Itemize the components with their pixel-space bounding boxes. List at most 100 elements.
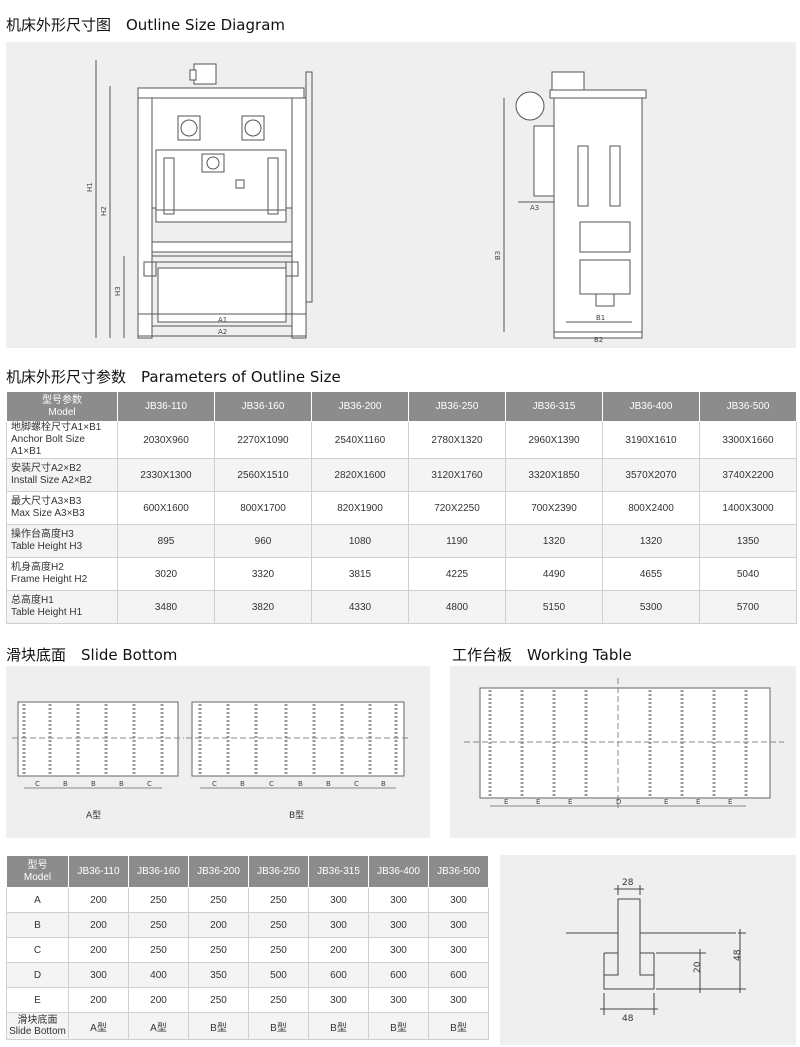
table-row: D 300 400 350 500 600 600 600 <box>6 962 489 988</box>
dim-h3: H3 <box>114 286 122 296</box>
cell: B型 <box>368 1012 429 1040</box>
params-model-2: JB36-160 <box>214 391 312 422</box>
cell: 3190X1610 <box>602 421 700 459</box>
params-model-3: JB36-200 <box>311 391 409 422</box>
cell: 600 <box>428 962 489 988</box>
cell: 800X1700 <box>214 491 312 525</box>
cell: 820X1900 <box>311 491 409 525</box>
cell: 200 <box>68 937 129 963</box>
params-model-1: JB36-110 <box>117 391 215 422</box>
row-label: C <box>6 937 69 963</box>
cell: 200 <box>128 987 189 1013</box>
cell: 2560X1510 <box>214 458 312 492</box>
cell: B型 <box>188 1012 249 1040</box>
row-label: E <box>6 987 69 1013</box>
cell: B型 <box>308 1012 369 1040</box>
cell: B型 <box>428 1012 489 1040</box>
cell: 250 <box>188 987 249 1013</box>
tslot-dim-height: 20 <box>693 961 703 973</box>
slide-b-label-c3: C <box>354 780 359 788</box>
dim-a3: A3 <box>530 204 539 212</box>
table-row: E 200 200 250 250 300 300 300 <box>6 987 489 1013</box>
tslot-dim-bottom: 48 <box>622 1014 634 1024</box>
dims-model-1: JB36-110 <box>68 855 129 888</box>
cell: 1190 <box>408 524 506 558</box>
dim-b3: B3 <box>494 251 502 260</box>
row-label: B <box>6 912 69 938</box>
cell: 250 <box>248 937 309 963</box>
wt-label-e1: E <box>504 798 508 806</box>
outline-drawing: H1 H2 H3 A1 A2 A3 B3 B1 B2 <box>86 60 647 344</box>
wt-label-e3: E <box>568 798 572 806</box>
tslot-panel: 28 48 20 48 <box>500 855 796 1045</box>
cell: 4330 <box>311 590 409 624</box>
cell: 3120X1760 <box>408 458 506 492</box>
dim-b1: B1 <box>596 314 605 322</box>
cell: 250 <box>188 887 249 913</box>
cell: 1320 <box>505 524 603 558</box>
dims-model-4: JB36-250 <box>248 855 309 888</box>
wt-label-e2: E <box>536 798 540 806</box>
wt-label-d: D <box>616 798 621 806</box>
dims-model-6: JB36-400 <box>368 855 429 888</box>
cell: 200 <box>68 912 129 938</box>
table-row: B 200 250 200 250 300 300 300 <box>6 912 489 938</box>
cell: 4490 <box>505 557 603 591</box>
dims-model-5: JB36-315 <box>308 855 369 888</box>
outline-title: 机床外形尺寸图 Outline Size Diagram <box>6 16 285 34</box>
slide-b-label-b2: B <box>298 780 303 788</box>
cell: 200 <box>68 987 129 1013</box>
dims-model-3: JB36-200 <box>188 855 249 888</box>
cell: 3570X2070 <box>602 458 700 492</box>
cell: 300 <box>308 912 369 938</box>
working-table-title: 工作台板 Working Table <box>452 646 632 664</box>
slide-b-label-c2: C <box>269 780 274 788</box>
cell: 3480 <box>117 590 215 624</box>
cell: 1400X3000 <box>699 491 797 525</box>
params-model-4: JB36-250 <box>408 391 506 422</box>
tslot-drawing: 28 48 20 48 <box>566 878 746 1024</box>
cell: 200 <box>308 937 369 963</box>
cell: 500 <box>248 962 309 988</box>
row-label: D <box>6 962 69 988</box>
cell: 200 <box>188 912 249 938</box>
dim-h1: H1 <box>86 182 94 192</box>
cell: B型 <box>248 1012 309 1040</box>
cell: A型 <box>68 1012 129 1040</box>
cell: 250 <box>128 887 189 913</box>
cell: 3320X1850 <box>505 458 603 492</box>
dims-model-7: JB36-500 <box>428 855 489 888</box>
cell: 300 <box>428 912 489 938</box>
cell: 250 <box>248 887 309 913</box>
cell: 800X2400 <box>602 491 700 525</box>
slide-title: 滑块底面 Slide Bottom <box>6 646 178 664</box>
slide-a-label-b2: B <box>91 780 96 788</box>
cell: 3300X1660 <box>699 421 797 459</box>
working-table-drawing: E E E D E E E <box>464 678 784 808</box>
slide-a-label-b1: B <box>63 780 68 788</box>
slide-type-b: B型 <box>289 810 304 821</box>
dim-a2: A2 <box>218 328 227 336</box>
cell: 3020 <box>117 557 215 591</box>
params-table: 型号参数 Model JB36-110 JB36-160 JB36-200 JB… <box>6 391 797 624</box>
cell: 5150 <box>505 590 603 624</box>
table-row: C 200 250 250 250 200 300 300 <box>6 937 489 963</box>
cell: 5300 <box>602 590 700 624</box>
cell: 895 <box>117 524 215 558</box>
cell: 300 <box>428 987 489 1013</box>
cell: 2330X1300 <box>117 458 215 492</box>
cell: 1350 <box>699 524 797 558</box>
